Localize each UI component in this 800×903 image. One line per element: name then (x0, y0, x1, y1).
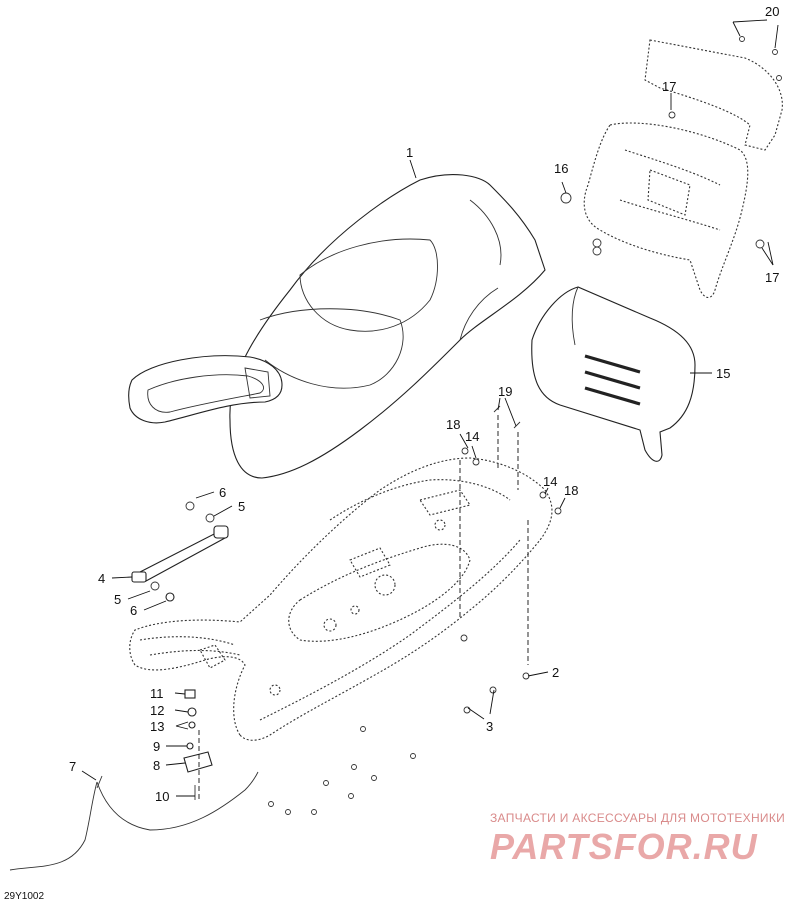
callout-17-top: 17 (662, 79, 676, 94)
watermark-logo: PARTSFOR.RU (490, 826, 758, 867)
storage-cover-part (531, 286, 696, 462)
callout-12: 12 (150, 703, 164, 718)
callout-20: 20 (765, 4, 779, 19)
seat-part (128, 174, 546, 479)
callout-labels: 1 2 3 4 5 5 6 6 7 8 9 10 11 12 13 14 14 … (69, 4, 779, 804)
callout-3: 3 (486, 719, 493, 734)
callout-5-top: 5 (238, 499, 245, 514)
release-cable-part (9, 771, 259, 871)
callout-15: 15 (716, 366, 730, 381)
callout-9: 9 (153, 739, 160, 754)
callout-8: 8 (153, 758, 160, 773)
latch-hardware-part (183, 689, 213, 800)
callout-1: 1 (406, 145, 413, 160)
leader-lines (81, 19, 774, 797)
callout-11: 11 (150, 686, 164, 701)
callout-13: 13 (150, 719, 164, 734)
diagram-code: 29Y1002 (4, 891, 44, 902)
callout-14-right: 14 (543, 474, 557, 489)
callout-7: 7 (69, 759, 76, 774)
watermark-tagline: ЗАПЧАСТИ И АКСЕССУАРЫ ДЛЯ МОТОТЕХНИКИ (490, 811, 786, 825)
gas-spring-part (131, 501, 229, 602)
callout-4: 4 (98, 571, 105, 586)
callout-17-bottom: 17 (765, 270, 779, 285)
fasteners-part (268, 405, 562, 815)
seat-base-part (129, 457, 553, 741)
callout-16: 16 (554, 161, 568, 176)
callout-2: 2 (552, 665, 559, 680)
callout-18-left: 18 (446, 417, 460, 432)
callout-6-top: 6 (219, 485, 226, 500)
callout-14-left: 14 (465, 429, 479, 444)
callout-6-bottom: 6 (130, 603, 137, 618)
callout-10: 10 (155, 789, 169, 804)
callout-18-right: 18 (564, 483, 578, 498)
callout-5-bottom: 5 (114, 592, 121, 607)
callout-19: 19 (498, 384, 512, 399)
backrest-bracket-part (560, 21, 783, 299)
